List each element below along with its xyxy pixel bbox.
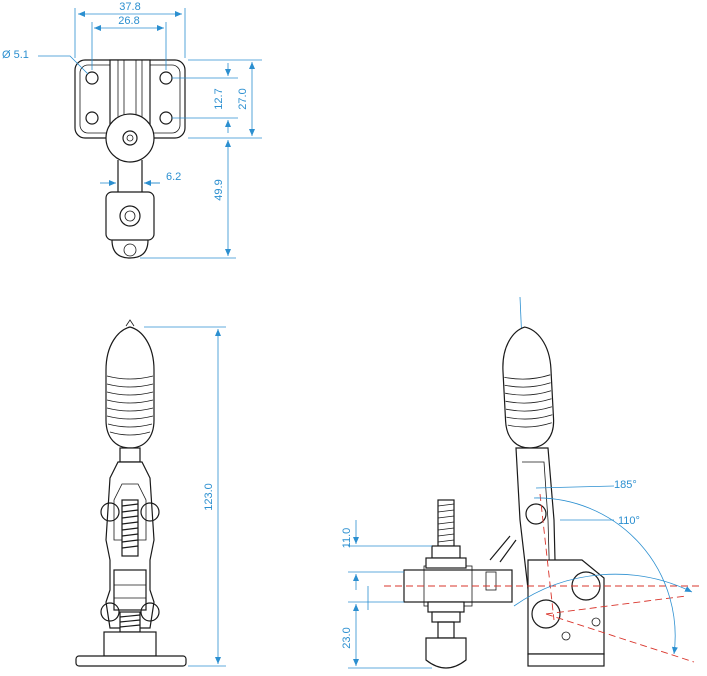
mount-hole bbox=[85, 71, 99, 85]
dim-hole-diameter: Ø 5.1 bbox=[2, 49, 29, 61]
dim-spindle-height: 23.0 bbox=[341, 627, 353, 648]
mount-hole bbox=[159, 71, 173, 85]
side-handle-grip bbox=[502, 326, 555, 449]
dim-spindle-offset: 49.9 bbox=[213, 179, 225, 200]
top-view: 37.8 26.8 Ø 5.1 12.7 27.0 49.9 6.2 bbox=[2, 1, 262, 259]
front-clamp-block bbox=[113, 569, 147, 611]
spindle-block bbox=[105, 191, 155, 241]
dim-arm-width: 6.2 bbox=[166, 171, 181, 183]
side-view: 185° 110° 11.0 23.0 bbox=[341, 296, 700, 669]
dim-mount-spacing: 12.7 bbox=[213, 88, 225, 109]
pivot-circle bbox=[105, 113, 155, 163]
mount-hole bbox=[159, 111, 173, 125]
front-base-plate bbox=[75, 655, 187, 667]
front-view: 123.0 bbox=[75, 319, 226, 667]
dim-overall-height: 123.0 bbox=[203, 483, 215, 511]
mount-hole bbox=[85, 111, 99, 125]
dim-hole-spacing: 26.8 bbox=[118, 15, 139, 27]
spindle-hole bbox=[119, 205, 141, 227]
front-handle-grip bbox=[105, 326, 155, 449]
dim-spindle-block: 11.0 bbox=[341, 528, 353, 549]
spindle-pressure-pad bbox=[425, 637, 467, 669]
dim-release-angle: 110° bbox=[618, 515, 640, 527]
side-base-plate bbox=[527, 653, 605, 667]
dim-overall-width: 37.8 bbox=[119, 1, 140, 13]
dim-open-angle: 185° bbox=[614, 479, 637, 491]
dim-base-depth: 27.0 bbox=[237, 88, 249, 109]
